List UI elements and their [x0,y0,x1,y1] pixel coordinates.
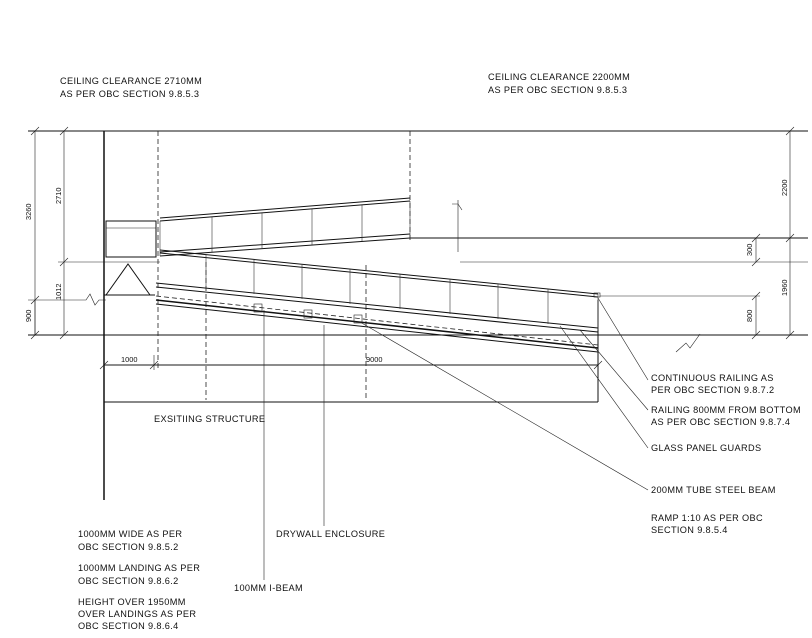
dimension-labels: 3260 2710 1012 900 2200 300 1960 800 100… [24,180,789,364]
notes: CEILING CLEARANCE 2710MM AS PER OBC SECT… [60,72,801,631]
dim-900: 900 [24,310,33,322]
upper-ramp [159,197,411,257]
dim-1960: 1960 [780,280,789,296]
note-glass: GLASS PANEL GUARDS [651,443,761,453]
note-width-2: OBC SECTION 9.8.5.2 [78,542,179,552]
note-landing-2: OBC SECTION 9.8.6.2 [78,576,179,586]
leader-lines [263,297,649,580]
note-railing-height-2: AS PER OBC SECTION 9.8.7.4 [651,417,790,427]
note-ramp-1: RAMP 1:10 AS PER OBC [651,513,763,523]
dim-1012: 1012 [54,284,63,300]
note-railing-continuous-1: CONTINUOUS RAILING AS [651,373,774,383]
note-ceiling-right-2: AS PER OBC SECTION 9.8.5.3 [488,85,627,95]
level-marker [452,200,463,252]
note-height-3: OBC SECTION 9.8.6.4 [78,621,179,631]
main-ramp [155,249,601,353]
note-drywall: DRYWALL ENCLOSURE [276,529,385,539]
note-ceiling-left-1: CEILING CLEARANCE 2710MM [60,76,202,86]
dim-2200: 2200 [780,180,789,196]
dim-3260: 3260 [24,204,33,220]
note-height-2: OVER LANDINGS AS PER [78,609,196,619]
note-tube-beam: 200MM TUBE STEEL BEAM [651,485,776,495]
dim-1000: 1000 [121,355,137,364]
note-landing-1: 1000MM LANDING AS PER [78,563,200,573]
note-ibeam: 100MM I-BEAM [234,583,303,593]
dim-300: 300 [745,244,754,256]
note-railing-height-1: RAILING 800MM FROM BOTTOM [651,405,801,415]
note-ceiling-left-2: AS PER OBC SECTION 9.8.5.3 [60,89,199,99]
dim-800: 800 [745,310,754,322]
note-ceiling-right-1: CEILING CLEARANCE 2200MM [488,72,630,82]
dim-9000: 9000 [366,355,382,364]
note-width-1: 1000MM WIDE AS PER [78,529,182,539]
note-ramp-2: SECTION 9.8.5.4 [651,525,728,535]
note-existing-structure: EXSITIING STRUCTURE [154,414,265,424]
note-height-1: HEIGHT OVER 1950MM [78,597,186,607]
dimension-lines [28,126,808,370]
note-railing-continuous-2: PER OBC SECTION 9.8.7.2 [651,385,774,395]
dim-2710: 2710 [54,188,63,204]
